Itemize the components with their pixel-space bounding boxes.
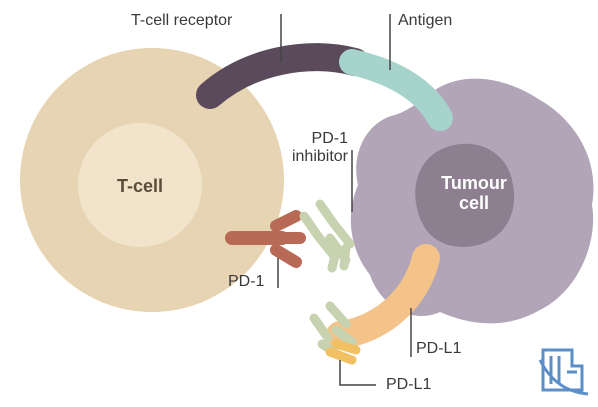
pd1-inhibitor-antibody-arms [299, 199, 355, 265]
tumour-cell-label-line2: cell [458, 193, 490, 213]
pd1-inhibitor-antibody-stem [327, 243, 351, 273]
pd1-inhibitor-label-line2: inhibitor [291, 148, 348, 165]
pd1-inhibitor-antibody [299, 199, 355, 273]
t-cell-label: T-cell [100, 176, 180, 196]
leader-lines [277, 14, 412, 386]
pd1-inhibitor-label-line1: PD-1 [311, 130, 348, 147]
pd1-inhibitor-label: PD-1 inhibitor [286, 130, 348, 166]
tumour-cell-label-line1: Tumour [441, 173, 507, 193]
pdl1-tumour-label: PD-L1 [416, 340, 462, 357]
pdl1-inhibitor-antibody [309, 301, 361, 365]
antigen [339, 49, 453, 131]
tumour-nucleus [415, 143, 515, 247]
pdl1-tumour [326, 244, 440, 349]
pd1-head [270, 210, 306, 268]
antigen-label: Antigen [398, 12, 453, 29]
pd1-label: PD-1 [228, 273, 265, 290]
leader-pdl1-inhibitor [339, 360, 376, 386]
t-cell-label-text: T-cell [116, 176, 164, 196]
pdl1-inhibitor-antibody-stem [325, 339, 361, 365]
hospital-watermark-icon [538, 348, 589, 396]
t-cell [20, 48, 284, 312]
t-cell-nucleus [78, 123, 202, 247]
pdl1-inhibitor-label: PD-L1 [386, 376, 432, 393]
t-cell-receptor [196, 43, 369, 109]
pd1-receptor [225, 210, 306, 268]
pdl1-inhibitor-antibody-arms [309, 301, 357, 361]
tumour-cell-label: Tumour cell [424, 173, 524, 213]
t-cell-receptor-label: T-cell receptor [131, 12, 233, 29]
